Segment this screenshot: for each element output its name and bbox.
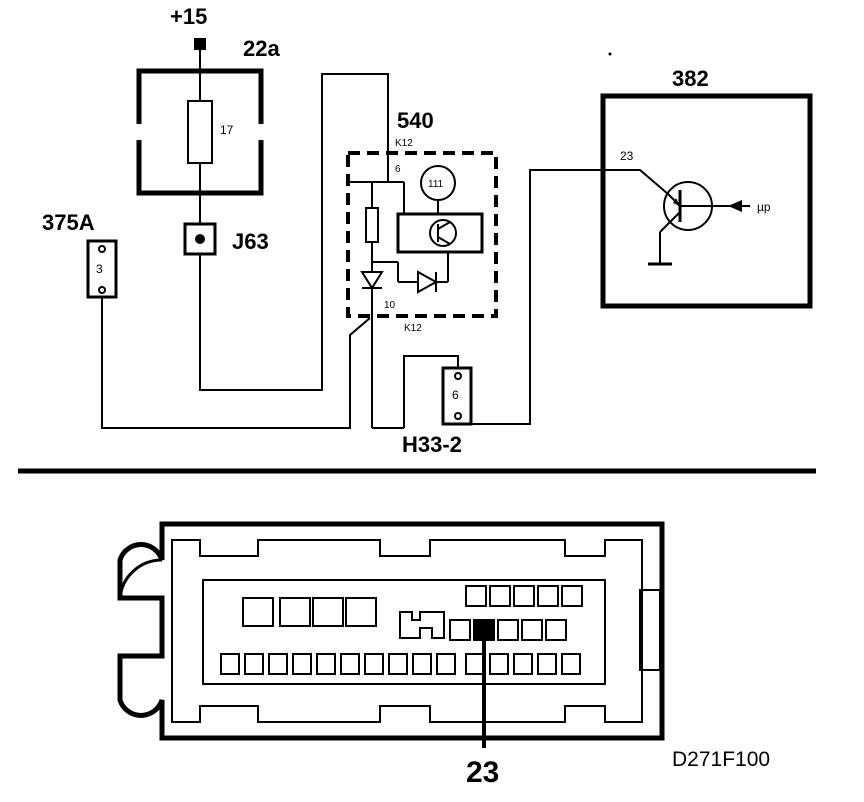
relay-resistor (365, 207, 379, 243)
pin-cavity (312, 597, 344, 627)
pin-cavity (242, 597, 274, 627)
fuse-element (187, 100, 213, 164)
pin-cavity (268, 653, 288, 675)
pin-cavity (521, 619, 543, 641)
wire-375a-relay (101, 297, 371, 429)
pin-cavity (292, 653, 312, 675)
ecu-input-arrow-icon (728, 200, 742, 212)
schematic-section: +15 22a 17 J63 375A 3 540 K12 6 (42, 4, 813, 457)
pin-cavity (412, 653, 432, 675)
relay-pin-top: 6 (395, 164, 401, 175)
connector-375a-label: 375A (42, 210, 95, 235)
connector-inner-outline (171, 539, 643, 723)
relay-connector-top: K12 (395, 138, 413, 149)
relay-transistor-icon (429, 219, 457, 247)
supply-label: +15 (170, 4, 207, 29)
connector-375a-pin: 3 (96, 262, 103, 276)
connector-h33-pin: 6 (452, 388, 459, 402)
wire-h33-ecu (458, 169, 669, 425)
relay-connector-bottom: K12 (404, 323, 422, 334)
relay-box (346, 151, 498, 318)
ecu-label: 382 (672, 66, 709, 91)
wire-j63-relay (199, 73, 389, 391)
connector-h33 (441, 366, 473, 426)
relay-pin-bottom: 10 (384, 300, 396, 311)
supply-terminal (194, 38, 206, 50)
pin-cavity (489, 653, 509, 675)
pin-cavity (537, 585, 559, 607)
pin-cavity (497, 619, 519, 641)
pin-cavity (279, 597, 311, 627)
pin-cavity (545, 619, 567, 641)
pin-cavity (436, 653, 456, 675)
pin-cavity (345, 597, 377, 627)
pin-cavity (449, 619, 471, 641)
pin-cavity (513, 585, 535, 607)
pin-cavity (340, 653, 360, 675)
connector-h33-label: H33-2 (402, 432, 462, 457)
pin-cavity (316, 653, 336, 675)
pin-cavity (465, 585, 487, 607)
connector-view: 23 D271F100 (117, 521, 770, 789)
junction-dot (195, 234, 205, 244)
relay-diode-horizontal (417, 270, 439, 294)
relay-diode-vertical (360, 271, 384, 290)
pin-cavity (537, 653, 557, 675)
pin-cavity (489, 585, 511, 607)
pin-field (202, 579, 606, 685)
pin-cavity (561, 653, 581, 675)
highlighted-pin-label: 23 (466, 756, 499, 789)
coding-key (399, 611, 445, 639)
pin-cavity (465, 653, 485, 675)
pin-row-bottom (220, 653, 581, 675)
pin-cavity (561, 585, 583, 607)
relay-label: 540 (397, 108, 434, 133)
relay-coil-number: 111 (428, 179, 444, 190)
ecu-box (600, 93, 813, 309)
reference-code: D271F100 (672, 748, 770, 771)
relay-transistor-block (396, 212, 484, 254)
ecu-input-label: µp (757, 200, 771, 214)
pin-cavity (388, 653, 408, 675)
pin-cavity (513, 653, 533, 675)
pin-cavity (244, 653, 264, 675)
junction-label: J63 (232, 229, 269, 254)
ecu-pin: 23 (620, 149, 634, 163)
fuse-number: 17 (220, 123, 234, 137)
fuse-box-label: 22a (243, 36, 280, 61)
pin-cavity (364, 653, 384, 675)
pin-cavity (220, 653, 240, 675)
